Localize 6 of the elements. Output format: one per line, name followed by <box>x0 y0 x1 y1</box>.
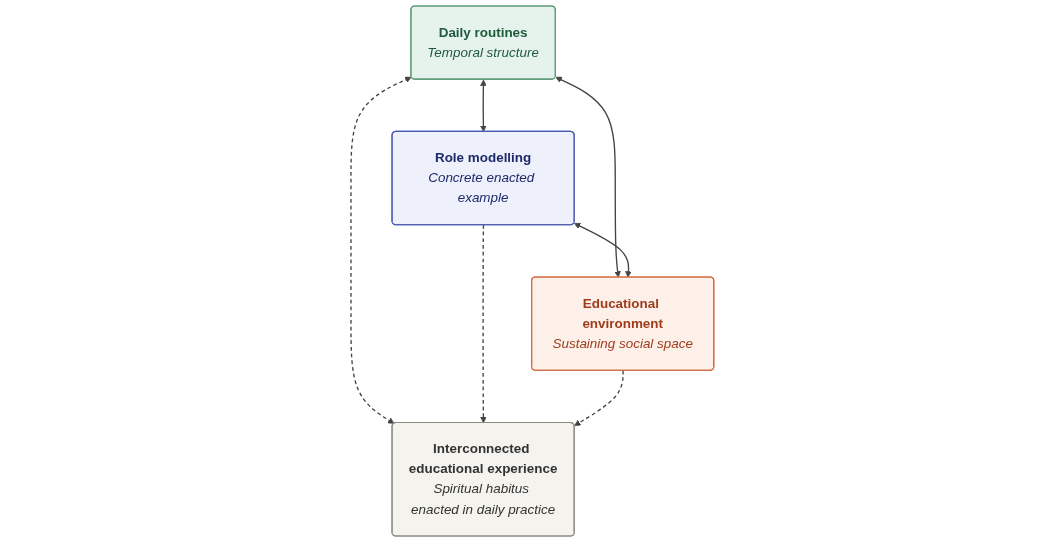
arrow <box>479 224 487 424</box>
arrow <box>555 76 621 278</box>
arrow <box>573 369 624 426</box>
arrow <box>349 76 412 424</box>
arrow <box>479 79 487 133</box>
arrow <box>573 223 632 278</box>
